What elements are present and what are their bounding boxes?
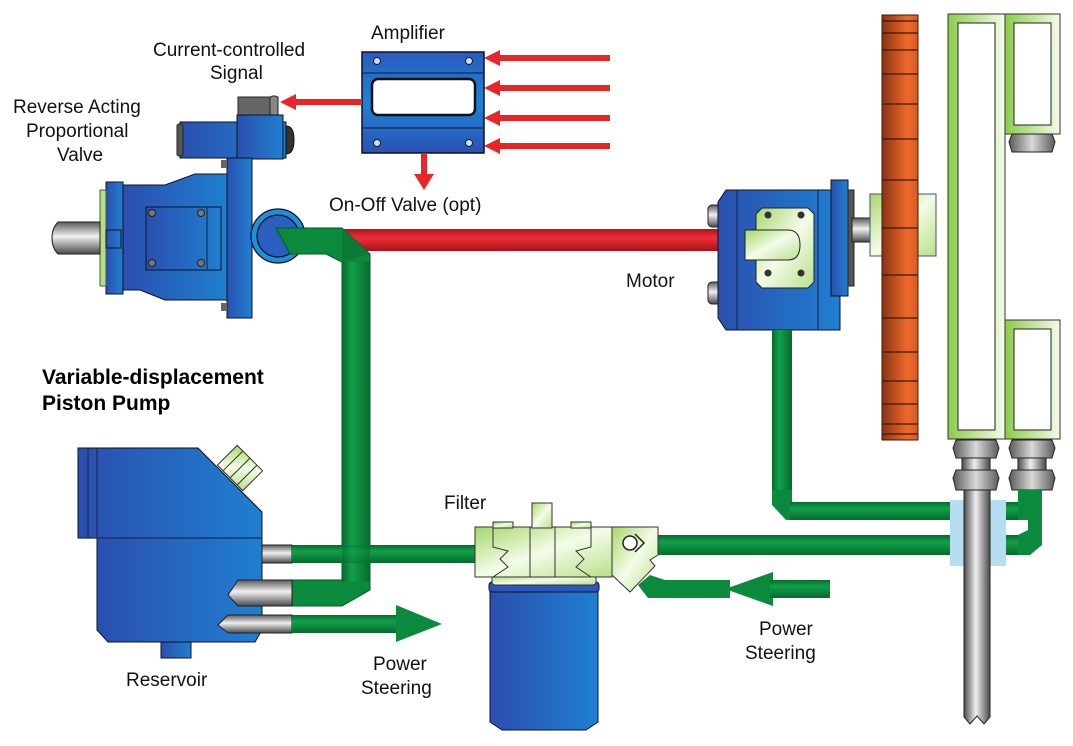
pump-label-line2: Piston Pump (42, 392, 170, 415)
power-steering-in-arrow (638, 572, 830, 606)
radiator-return-pipe (1000, 490, 1042, 555)
power-steering-in-label-line1: Power (759, 619, 814, 640)
filter (475, 503, 658, 730)
amplifier-label: Amplifier (371, 23, 446, 44)
input-arrow-4 (484, 138, 610, 154)
valve-label-line3: Valve (57, 145, 103, 166)
amplifier-input-arrows (484, 50, 610, 154)
valve-label-line1: Reverse Acting (13, 97, 141, 118)
pressure-line (330, 229, 750, 251)
filter-label: Filter (444, 493, 487, 514)
motor (708, 180, 854, 330)
power-steering-in-label-line2: Steering (745, 643, 816, 664)
input-arrow-1 (484, 50, 610, 66)
signal-arrow-to-valve (280, 94, 362, 110)
power-steering-out-arrow (292, 605, 442, 642)
drive-rod (964, 490, 990, 724)
motor-label: Motor (626, 271, 675, 292)
return-pipe-motor-to-radiator (772, 330, 955, 520)
radiator (948, 14, 1060, 439)
on-off-valve-label: On-Off Valve (opt) (329, 195, 481, 216)
signal-arrow-to-on-off-valve (414, 153, 434, 190)
input-arrow-3 (484, 110, 610, 126)
fan (870, 15, 936, 440)
amplifier (362, 52, 484, 153)
pump-label-line1: Variable-displacement (42, 366, 264, 389)
power-steering-out-label-line1: Power (373, 654, 428, 675)
power-steering-out-label-line2: Steering (361, 678, 432, 699)
proportional-valve (177, 96, 294, 159)
pipe-filter-to-radiator (650, 535, 955, 555)
input-arrow-2 (484, 80, 610, 96)
piston-pump (52, 158, 305, 318)
current-signal-label-line1: Current-controlled (153, 40, 305, 61)
current-signal-label-line2: Signal (210, 63, 263, 84)
valve-label-line2: Proportional (26, 121, 128, 142)
pipe-reservoir-to-filter (292, 545, 477, 563)
reservoir-label: Reservoir (126, 670, 208, 691)
